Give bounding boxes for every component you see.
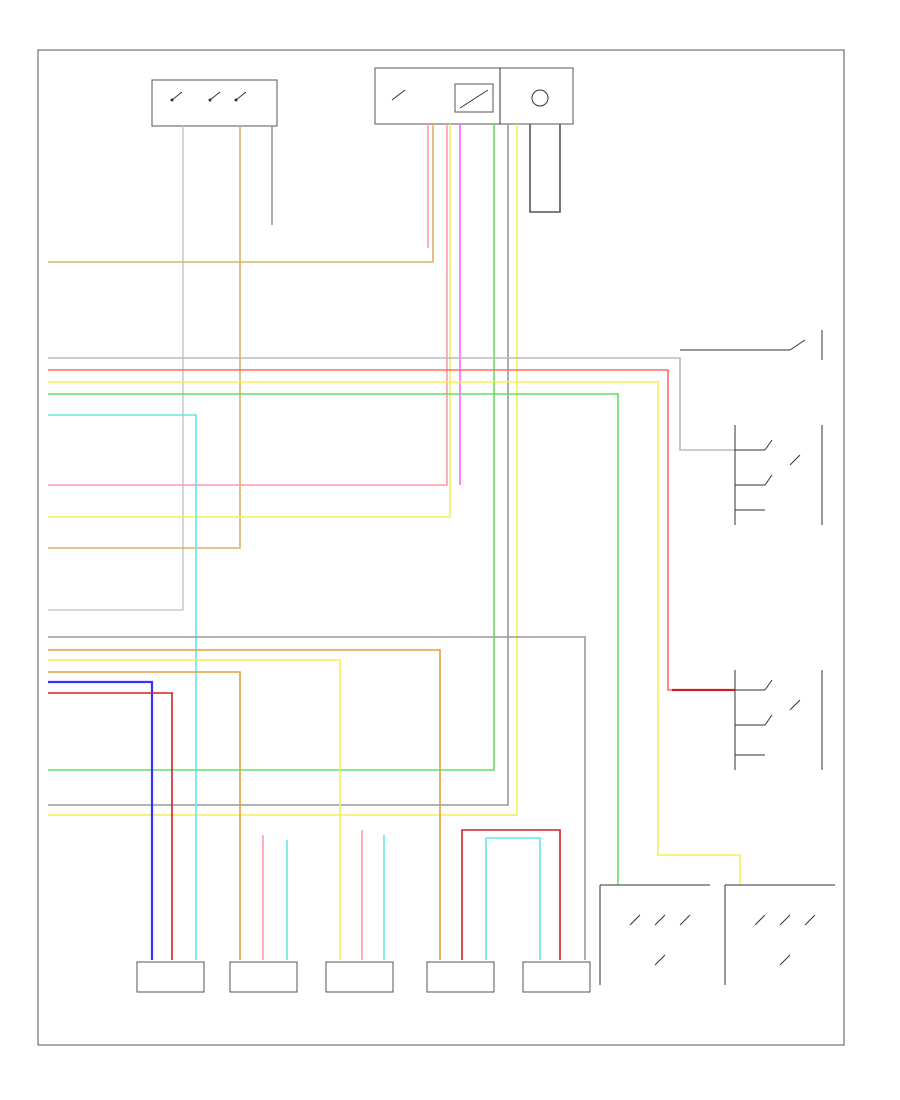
wire-lower-orange xyxy=(48,649,441,960)
wire-combo-yellow xyxy=(48,124,518,816)
connector-3 xyxy=(325,961,394,993)
connector-5 xyxy=(522,961,591,993)
wire-combo-gray xyxy=(48,124,509,806)
wire-bus-cyan xyxy=(48,414,197,960)
wire-lower-orange2 xyxy=(48,671,241,960)
left-rear-door-lock-actuator xyxy=(734,670,823,770)
wire-bus-yellow xyxy=(48,381,741,885)
headlamp-switch xyxy=(151,79,278,127)
wire-headlamp-1 xyxy=(48,126,184,611)
connector-4 xyxy=(426,961,495,993)
wire-lower-gray xyxy=(48,636,586,960)
wire-bus-red xyxy=(48,369,735,691)
wire-combo-pink xyxy=(48,124,448,486)
wire-bus-green xyxy=(48,393,619,885)
door-lock-control-switch xyxy=(680,330,823,360)
left-front-door-lock-actuator xyxy=(724,884,835,985)
wire-lower-darkred xyxy=(48,692,173,960)
diagram-border xyxy=(37,49,845,1046)
wire-lower-yellow xyxy=(48,659,341,960)
wire-combo-tan xyxy=(48,124,434,263)
connector-2 xyxy=(229,961,298,993)
right-front-door-lock-actuator xyxy=(599,884,710,985)
connector-1 xyxy=(136,961,205,993)
wire-combo-yellow-small xyxy=(48,124,451,518)
wire-conn4-cyan xyxy=(485,837,541,960)
wire-bus-gray xyxy=(48,357,735,451)
wire-conn4-red xyxy=(461,829,561,960)
wire-combo-ground xyxy=(529,124,561,213)
combination-switch xyxy=(374,67,574,125)
wire-lower-blue xyxy=(48,680,154,960)
right-rear-door-lock-actuator xyxy=(734,425,823,525)
wire-combo-green xyxy=(48,124,495,771)
wire-headlamp-2 xyxy=(48,126,241,549)
